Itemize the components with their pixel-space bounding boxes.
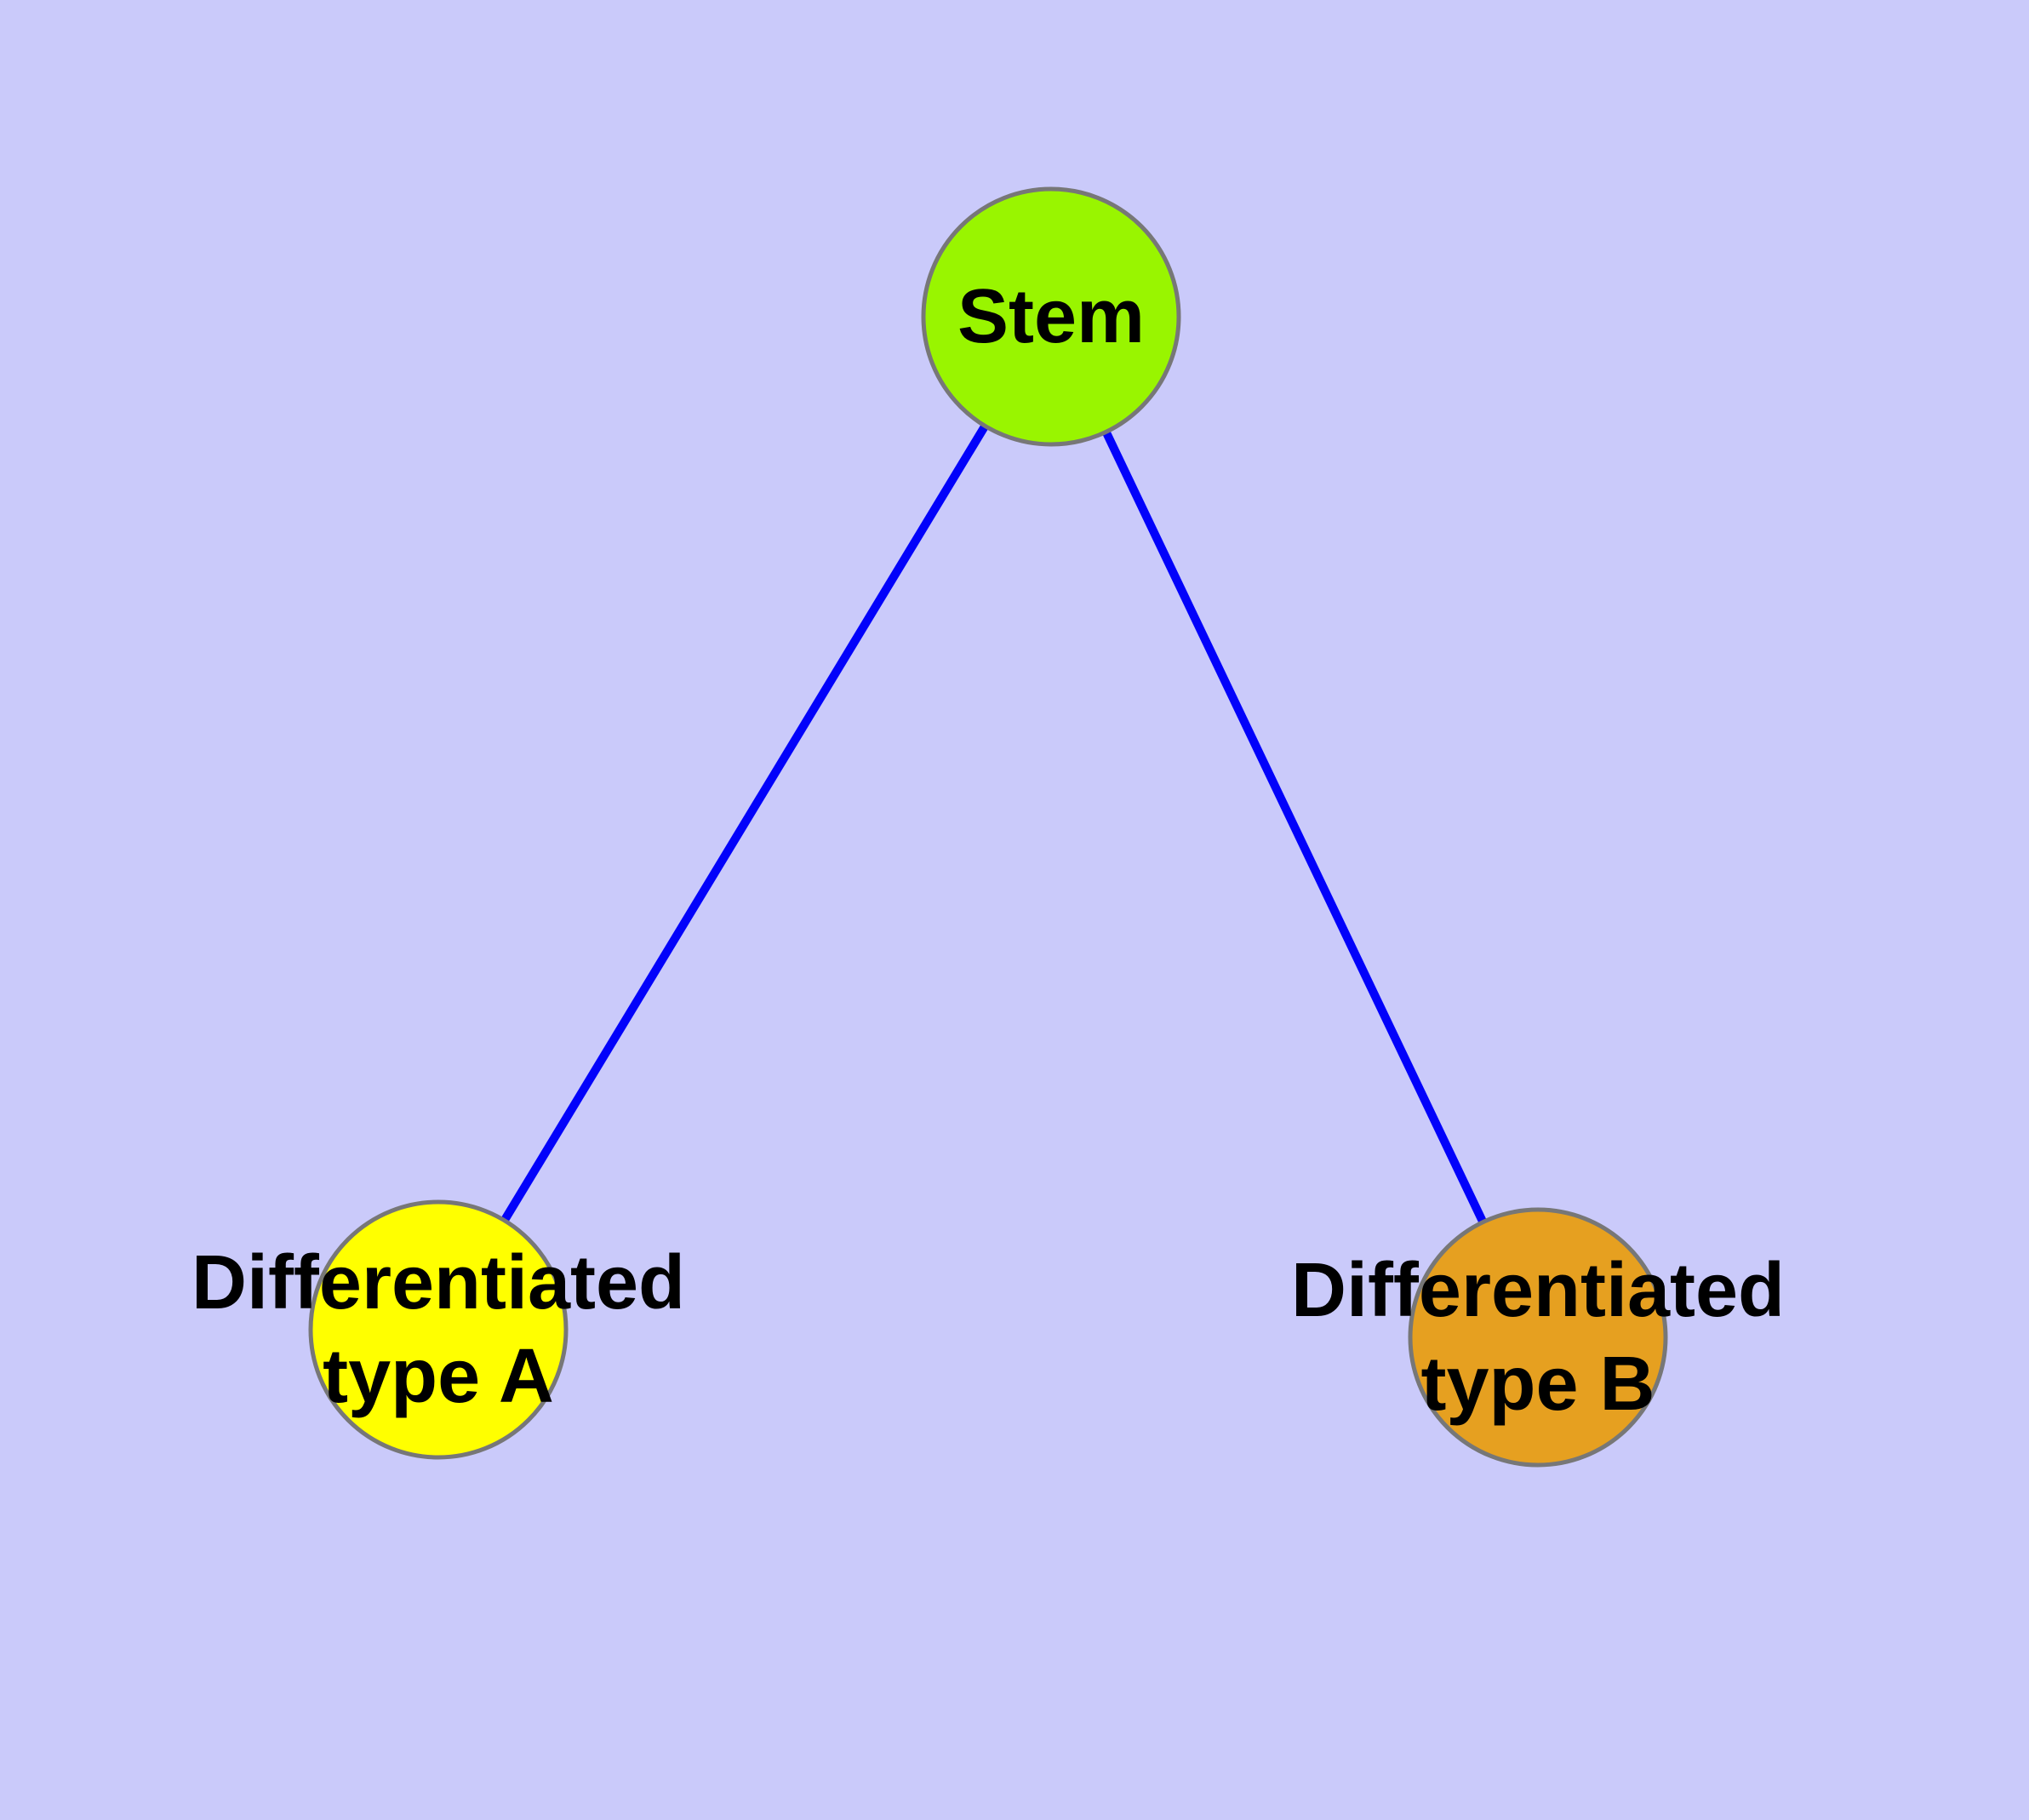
node-differentiated-type-b <box>1408 1207 1668 1468</box>
edge-stem-to-type-b <box>1047 314 1542 1340</box>
node-stem <box>921 186 1181 447</box>
node-differentiated-type-a <box>308 1199 569 1460</box>
node-type-b-label-line2: type B <box>1420 1342 1655 1427</box>
node-type-a-label-line2: type A <box>323 1334 554 1419</box>
node-type-a-label-line1: Differentiated <box>191 1240 685 1325</box>
edge-stem-to-type-a <box>434 314 1055 1332</box>
node-stem-label: Stem <box>957 274 1145 359</box>
node-type-b-label-line1: Differentiated <box>1291 1248 1785 1333</box>
